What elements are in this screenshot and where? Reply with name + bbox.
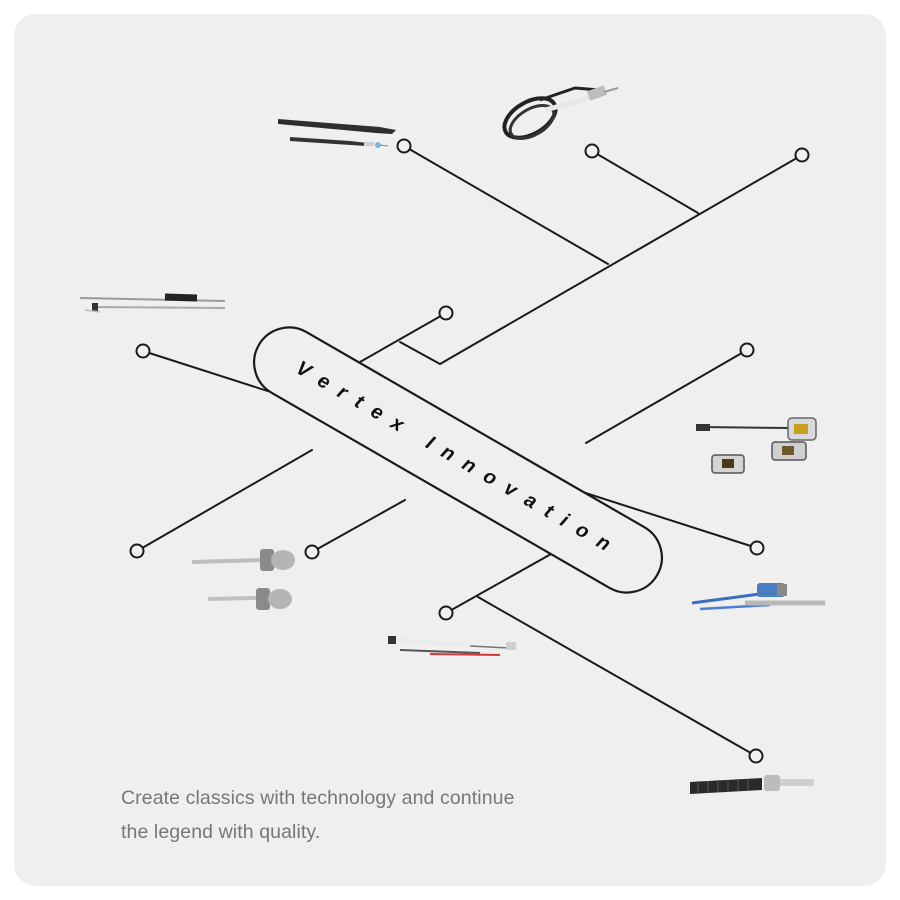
- tagline-line-1: Create classics with technology and cont…: [121, 787, 515, 809]
- node-circle: [135, 343, 151, 359]
- connector-line: [585, 349, 748, 444]
- product-image-wire-lead-sensor: [388, 636, 516, 656]
- tagline: Create classics with technology and cont…: [121, 781, 641, 849]
- connector-line: [311, 499, 406, 553]
- product-image-black-sheathed-sensor: [278, 119, 396, 148]
- connector-line: [591, 150, 699, 214]
- node-circle: [396, 138, 412, 154]
- node-circle: [794, 147, 810, 163]
- node-circle: [584, 143, 600, 159]
- product-image-threaded-probes: [191, 549, 295, 610]
- product-image-blue-cable-probe: [691, 583, 825, 611]
- product-image-ribbed-hose-probe: [690, 775, 814, 794]
- connector-line: [399, 341, 441, 365]
- network-diagram: Vertex Innovation: [79, 85, 825, 794]
- node-circle: [739, 342, 755, 358]
- connector-line: [359, 312, 447, 363]
- title-pill: [253, 326, 663, 594]
- tagline-line-2: the legend with quality.: [121, 821, 321, 843]
- connector-line: [477, 596, 757, 757]
- product-image-bracket-thermostats: [696, 417, 817, 474]
- node-circle: [748, 748, 764, 764]
- brand-title: Vertex Innovation: [292, 357, 624, 562]
- background-card: Vertex Innovation: [14, 14, 886, 886]
- node-circle: [749, 540, 765, 556]
- connector-line: [136, 449, 313, 552]
- node-circle: [438, 605, 454, 621]
- connector-line: [439, 154, 803, 365]
- product-image-coiled-cable-probe: [502, 85, 619, 140]
- node-circle: [129, 543, 145, 559]
- connector-line: [403, 145, 609, 265]
- node-circle: [438, 305, 454, 321]
- product-image-long-rod-sensor: [79, 293, 226, 313]
- node-circle: [304, 544, 320, 560]
